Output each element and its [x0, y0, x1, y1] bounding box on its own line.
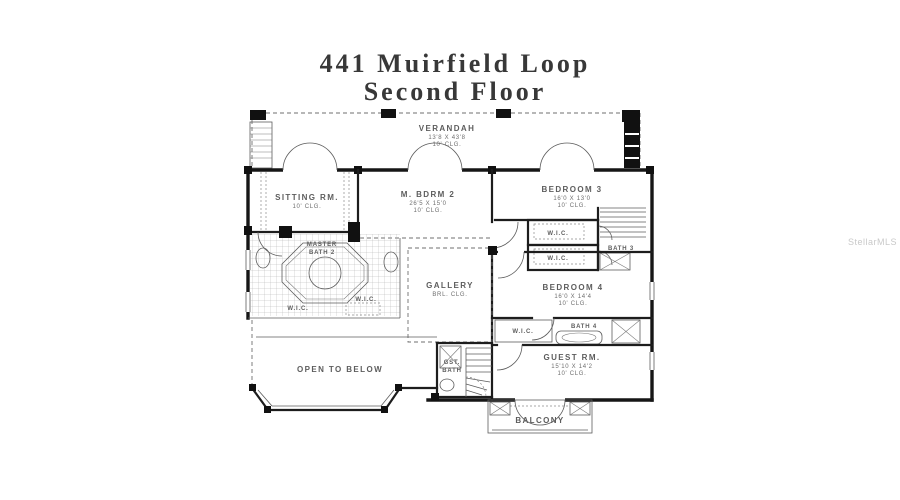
title-line2: Second Floor: [364, 77, 547, 106]
bedroom-4: BEDROOM 4 16'0 X 14'4 10' CLG.: [488, 246, 654, 307]
wic-right2-label: W.I.C.: [547, 256, 568, 262]
mbdrm2-clg: 10' CLG.: [413, 208, 442, 214]
bath3-label: BATH 3: [608, 246, 634, 252]
gallery: GALLERY BRL. CLG.: [407, 247, 493, 343]
wic-left-label: W.I.C.: [287, 306, 308, 312]
bedroom4-clg: 10' CLG.: [558, 301, 587, 307]
main-stairs: [465, 347, 492, 398]
bath4-label: BATH 4: [571, 324, 597, 330]
bedroom4-dims: 16'0 X 14'4: [554, 294, 591, 300]
wic-bedroom4-label: W.I.C.: [512, 329, 533, 335]
guest-dims: 15'10 X 14'2: [551, 364, 592, 370]
verandah-label: VERANDAH: [419, 124, 476, 133]
verandah-right-post: [624, 122, 640, 168]
mbdrm2-label: M. BDRM 2: [401, 190, 455, 199]
title-line1: 441 Muirfield Loop: [320, 49, 591, 78]
window-right-2: [648, 352, 656, 370]
open-to-below: OPEN TO BELOW: [249, 320, 439, 413]
master-bath-2: MASTER BATH 2: [244, 222, 401, 318]
guest-label: GUEST RM.: [543, 353, 600, 362]
verandah-dims: 13'8 X 43'8: [428, 135, 465, 141]
mbdrm2-dims: 26'5 X 15'0: [409, 201, 446, 207]
verandah-clg: 10' CLG.: [432, 142, 461, 148]
balcony-pier-left: [489, 401, 511, 416]
sitting-room-label: SITTING RM.: [275, 193, 339, 202]
verandah-left-post: [249, 121, 273, 169]
guest-clg: 10' CLG.: [557, 371, 586, 377]
guest-bath-stairs: GST. BATH: [435, 341, 494, 399]
wic4-bath4-area: W.I.C. BATH 4: [490, 316, 654, 371]
bedroom4-label: BEDROOM 4: [542, 283, 603, 292]
bath4-shower: [611, 319, 641, 344]
master-bath-label-2: BATH 2: [309, 250, 335, 256]
window-right-1: [648, 282, 656, 300]
open-to-below-label: OPEN TO BELOW: [297, 365, 383, 374]
sitting-room: SITTING RM. 10' CLG.: [246, 168, 360, 238]
balcony: BALCONY: [487, 399, 593, 434]
wic-left2-label: W.I.C.: [355, 297, 376, 303]
mls-watermark: StellarMLS: [848, 237, 897, 247]
gallery-clg: BRL. CLG.: [432, 292, 467, 298]
bath3-shower: [599, 252, 631, 271]
sitting-room-clg: 10' CLG.: [292, 204, 321, 210]
wic-right1-label: W.I.C.: [547, 231, 568, 237]
guest-bath-label-1: GST.: [444, 360, 461, 366]
back-stairs: [596, 206, 646, 272]
wic-left-area: W.I.C. W.I.C.: [248, 297, 400, 319]
guest-room: GUEST RM. 15'10 X 14'2 10' CLG.: [543, 353, 600, 377]
master-bath-label-1: MASTER: [307, 242, 337, 248]
plan-title: 441 Muirfield Loop Second Floor: [320, 49, 591, 106]
bedroom3-clg: 10' CLG.: [557, 203, 586, 209]
guest-bath-label-2: BATH: [442, 368, 461, 374]
gallery-label: GALLERY: [426, 281, 474, 290]
bedroom3-dims: 16'0 X 13'0: [553, 196, 590, 202]
bedroom3-label: BEDROOM 3: [541, 185, 602, 194]
master-bedroom-2: M. BDRM 2 26'5 X 15'0 10' CLG.: [360, 190, 490, 239]
wic-bath3-area: W.I.C. W.I.C. BATH 3: [526, 206, 646, 272]
verandah-area: VERANDAH 13'8 X 43'8 10' CLG.: [249, 109, 641, 169]
balcony-label: BALCONY: [515, 416, 564, 425]
balcony-pier-right: [569, 401, 591, 416]
